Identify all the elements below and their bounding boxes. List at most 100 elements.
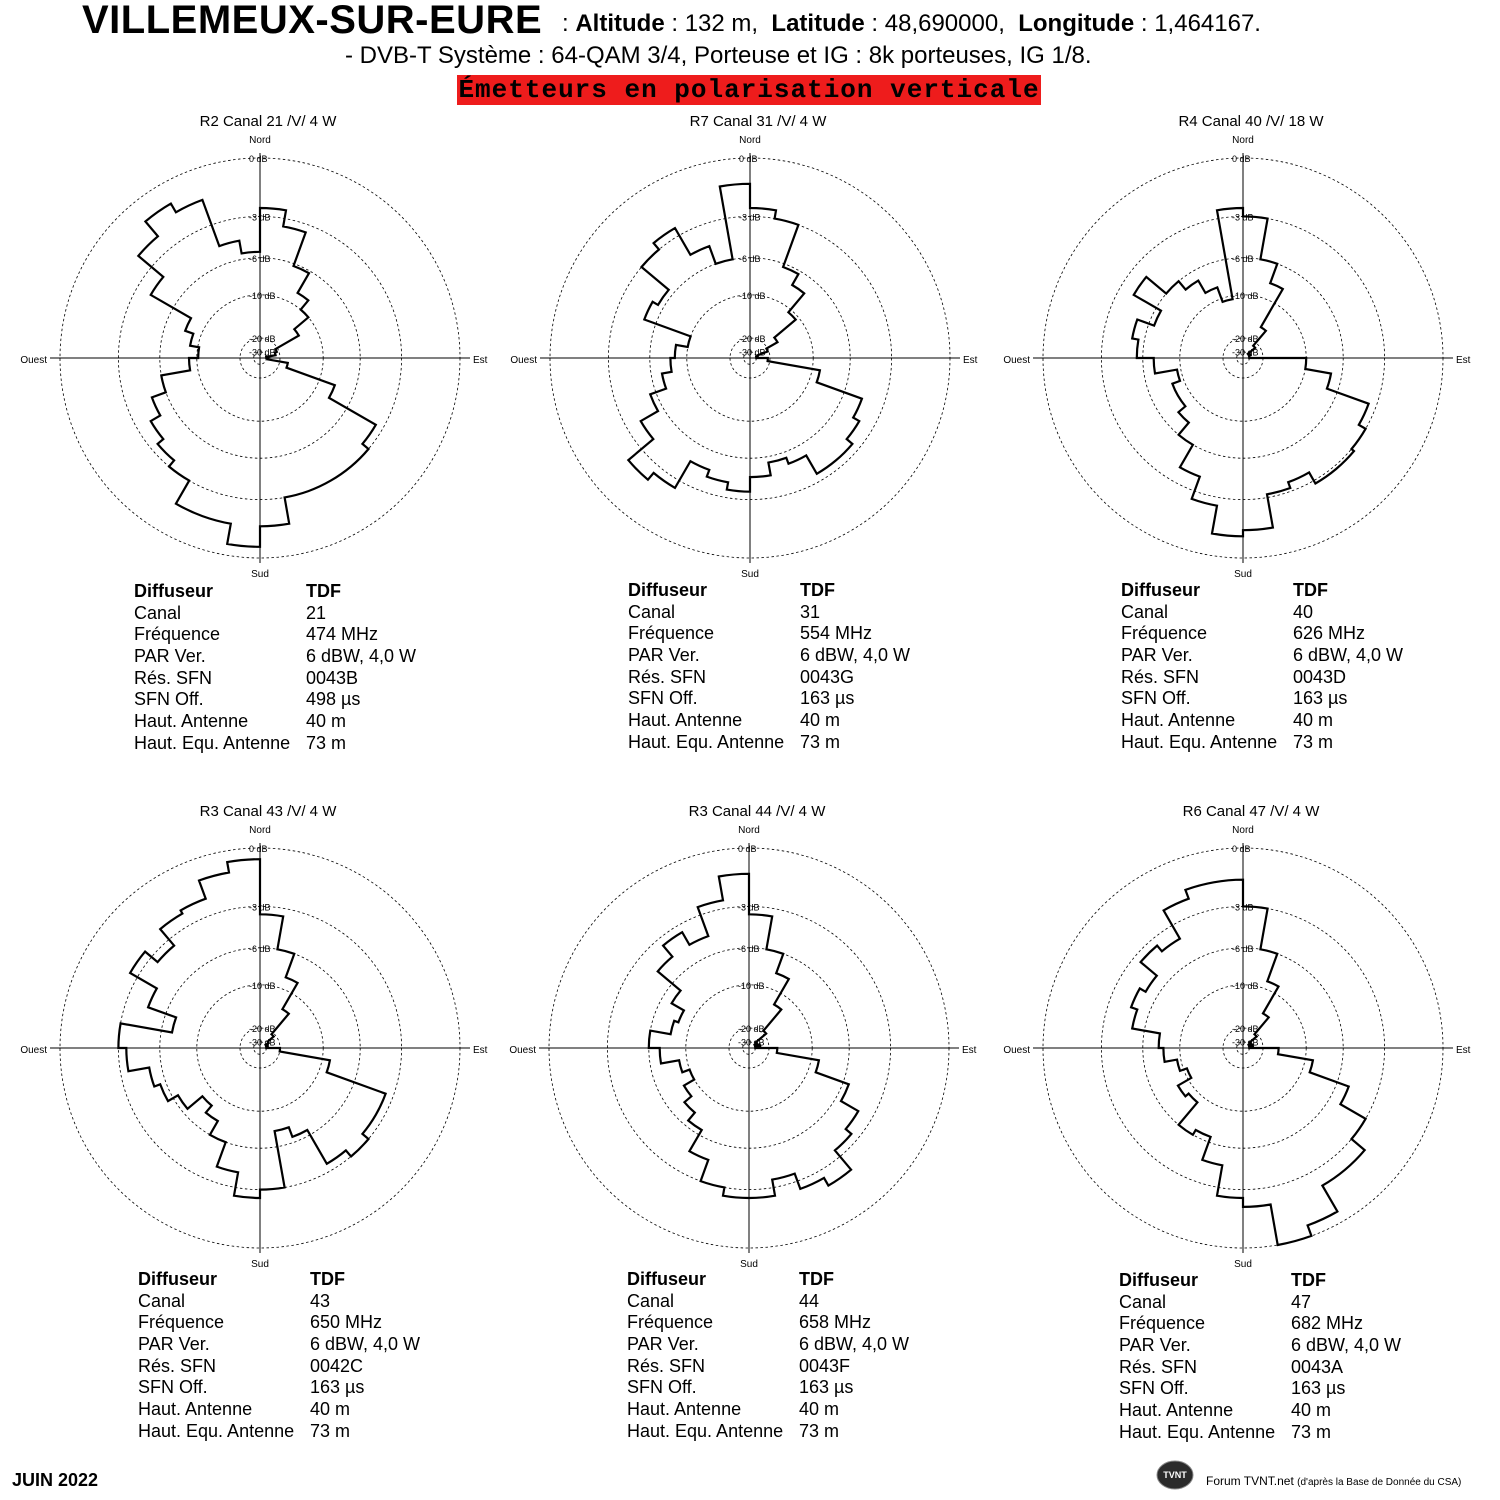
info-value: TDF — [1293, 580, 1328, 600]
compass-east: Est — [473, 355, 488, 366]
info-row: Haut. Antenne 40 m — [1119, 1400, 1401, 1422]
info-label: Rés. SFN — [628, 666, 707, 687]
info-label: Fréquence — [628, 623, 715, 644]
polar-chart-5: 0 dB-3 dB-6 dB-10 dB-20 dB-30 dBNordEstS… — [509, 803, 976, 1270]
ring-label: 0 dB — [249, 154, 268, 164]
polar-chart-4: 0 dB-3 dB-6 dB-10 dB-20 dB-30 dBNordEstS… — [20, 803, 487, 1270]
compass-south: Sud — [1234, 569, 1252, 580]
info-label: PAR Ver. — [1119, 1335, 1191, 1356]
credit-text: Forum TVNT.net — [1206, 1474, 1294, 1488]
ring-label: -10 dB — [1232, 981, 1259, 991]
info-row: Rés. SFN 0043A — [1119, 1357, 1401, 1379]
ring-label: -30 dB — [738, 1038, 765, 1048]
info-label: Haut. Equ. Antenne — [1121, 731, 1278, 752]
ring-label: -30 dB — [249, 348, 276, 358]
tvnt-logo: TVNT — [1156, 1460, 1194, 1490]
info-value: 6 dBW, 4,0 W — [306, 646, 417, 667]
info-value: 658 MHz — [799, 1312, 872, 1333]
info-row: PAR Ver.6 dBW, 4,0 W — [1119, 1335, 1401, 1357]
info-value: 163 µs — [1291, 1378, 1346, 1399]
compass-north: Nord — [739, 135, 761, 146]
info-value: TDF — [799, 1269, 834, 1289]
info-value: 73 m — [1293, 731, 1334, 752]
info-row: Fréquence 554 MHz — [628, 623, 910, 645]
info-value: 554 MHz — [800, 623, 873, 644]
ring-label: -20 dB — [249, 334, 276, 344]
ring-label: -30 dB — [1232, 348, 1259, 358]
compass-west: Ouest — [1003, 1045, 1030, 1056]
info-label: Diffuseur — [1121, 580, 1201, 600]
chart-title: R6 Canal 47 /V/ 4 W — [1183, 803, 1321, 820]
info-label: Haut. Equ. Antenne — [134, 732, 291, 753]
info-label: Haut. Antenne — [1119, 1400, 1234, 1421]
compass-east: Est — [473, 1045, 488, 1056]
ring-label: -20 dB — [1232, 334, 1259, 344]
info-value: 73 m — [306, 732, 347, 753]
info-value: TDF — [1291, 1270, 1326, 1290]
latitude-label: Latitude — [771, 10, 865, 37]
info-label: SFN Off. — [1119, 1378, 1189, 1399]
compass-west: Ouest — [20, 1045, 47, 1056]
info-row: SFN Off.163 µs — [628, 688, 910, 710]
info-row: PAR Ver.6 dBW, 4,0 W — [628, 645, 910, 667]
info-value: TDF — [800, 580, 835, 600]
site-name: VILLEMEUX-SUR-EURE — [82, 0, 543, 42]
info-value: TDF — [310, 1269, 345, 1289]
info-value: 6 dBW, 4,0 W — [1293, 645, 1404, 666]
ring-label: -20 dB — [1232, 1024, 1259, 1034]
chart-title: R3 Canal 43 /V/ 4 W — [200, 803, 338, 820]
info-value: 0043F — [799, 1355, 851, 1376]
info-row: SFN Off.163 µs — [138, 1377, 420, 1399]
info-label: Haut. Antenne — [627, 1399, 742, 1420]
info-value: 163 µs — [799, 1377, 854, 1398]
ring-label: -20 dB — [739, 334, 766, 344]
info-row: PAR Ver.6 dBW, 4,0 W — [1121, 645, 1403, 667]
polarization-banner: Émetteurs en polarisation verticale — [457, 75, 1041, 105]
info-value: 40 m — [310, 1399, 351, 1420]
info-value: 21 — [306, 602, 327, 623]
info-label: Haut. Antenne — [138, 1399, 253, 1420]
ring-label: -20 dB — [249, 1024, 276, 1034]
info-label: Fréquence — [1119, 1313, 1206, 1334]
compass-north: Nord — [738, 825, 760, 836]
info-value: 43 — [310, 1290, 331, 1311]
info-value: 40 m — [1293, 710, 1334, 731]
info-label: Diffuseur — [627, 1269, 707, 1289]
info-value: 0043D — [1293, 666, 1347, 687]
info-row: SFN Off. 163 µs — [1119, 1378, 1401, 1400]
info-value: 0043A — [1291, 1356, 1344, 1377]
ring-label: 0 dB — [738, 844, 757, 854]
info-value: 31 — [800, 601, 821, 622]
info-row: Haut. Equ. Antenne 73 m — [134, 733, 416, 755]
info-label: Rés. SFN — [627, 1355, 706, 1376]
info-label: Rés. SFN — [138, 1355, 217, 1376]
info-label: Rés. SFN — [1119, 1356, 1198, 1377]
info-value: 73 m — [310, 1420, 351, 1441]
ring-label: 0 dB — [1232, 844, 1251, 854]
compass-west: Ouest — [20, 355, 47, 366]
ring-label: -3 dB — [739, 212, 761, 222]
ring-label: -10 dB — [738, 981, 765, 991]
info-value: 40 m — [1291, 1400, 1332, 1421]
ring-label: -6 dB — [249, 254, 271, 264]
ring-label: -6 dB — [1232, 944, 1254, 954]
footer-date: JUIN 2022 — [12, 1470, 99, 1490]
info-row: SFN Off.163 µs — [1121, 688, 1403, 710]
info-label: Diffuseur — [134, 581, 214, 601]
ring-label: -6 dB — [249, 944, 271, 954]
credit-line: Forum TVNT.net (d'après la Base de Donné… — [1206, 1474, 1461, 1488]
info-label: Haut. Antenne — [1121, 710, 1236, 731]
compass-west: Ouest — [510, 355, 537, 366]
chart-title: R4 Canal 40 /V/ 18 W — [1178, 113, 1324, 130]
